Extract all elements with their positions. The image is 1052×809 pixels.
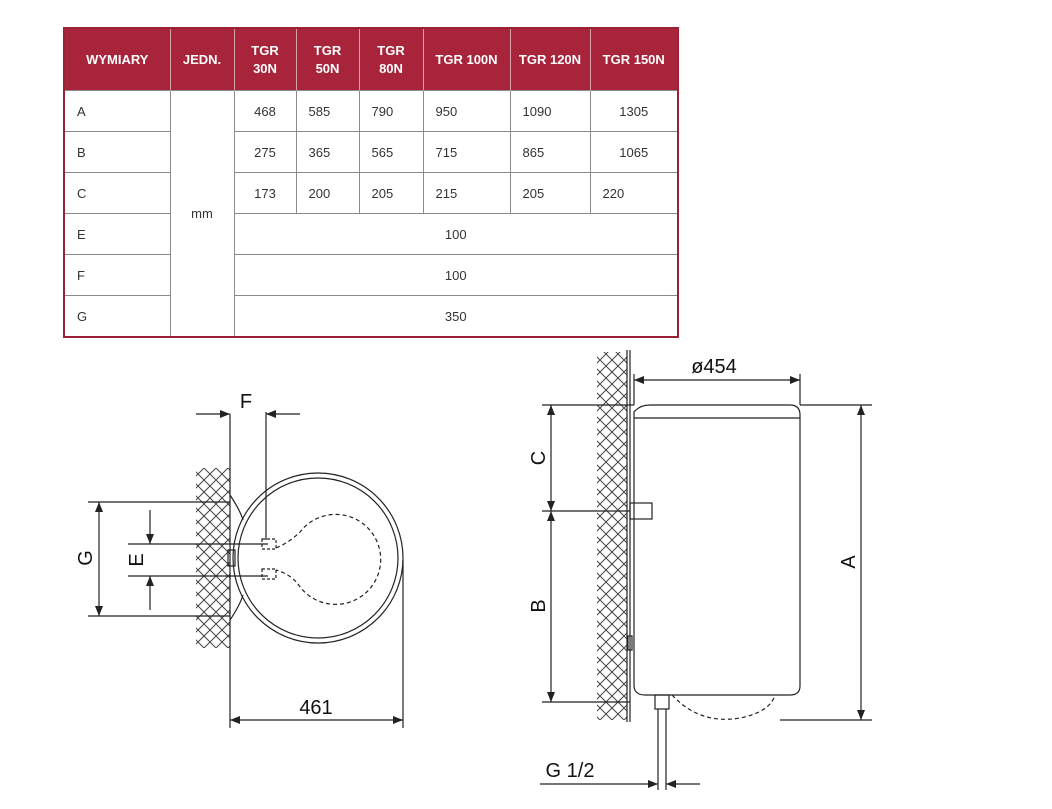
label-g-half: G 1/2	[546, 760, 595, 782]
label-e: E	[126, 553, 148, 566]
table-cell: 205	[358, 172, 424, 214]
row-dim: F	[63, 254, 171, 296]
table-cell: 468	[233, 90, 297, 132]
mount-plate	[227, 549, 236, 567]
label-g: G	[75, 550, 97, 566]
row-dim: G	[63, 295, 171, 338]
header-jedn: JEDN.	[170, 28, 235, 91]
table-cell: 790	[358, 90, 424, 132]
mounting-bracket	[229, 494, 244, 621]
table-row: A mm 468 585 790 950 1090 1305	[63, 90, 679, 338]
header-wymiary: WYMIARY	[64, 28, 171, 91]
tank-body	[633, 404, 801, 696]
table-row: F 100	[63, 254, 679, 296]
tank-outline	[232, 472, 404, 644]
table-cell: 205	[509, 172, 591, 214]
row-dim: C	[63, 172, 171, 214]
top-view	[88, 410, 404, 728]
table-cell: 173	[233, 172, 297, 214]
table-cell: 565	[358, 131, 424, 173]
label-f: F	[240, 391, 252, 413]
table-cell-common: 100	[233, 213, 679, 255]
table-cell: 200	[295, 172, 360, 214]
table-cell-common: 100	[233, 254, 679, 296]
label-a: A	[838, 555, 860, 569]
table-cell: 715	[422, 131, 511, 173]
header-tgr-100n: TGR 100N	[423, 28, 511, 91]
pipe-fitting	[654, 694, 670, 710]
table-cell: 1065	[589, 131, 679, 173]
label-c: C	[528, 451, 550, 465]
wall-hatch	[196, 468, 230, 648]
label-b: B	[528, 599, 550, 612]
pipe-bottom	[261, 568, 277, 580]
lower-bracket	[627, 635, 633, 651]
mount-bracket	[629, 502, 653, 520]
label-461: 461	[299, 697, 332, 719]
row-dim: A	[63, 90, 171, 132]
side-view	[540, 350, 872, 790]
row-dim: B	[63, 131, 171, 173]
bottom-cover	[671, 694, 776, 720]
table-cell: 1090	[509, 90, 591, 132]
wall-hatch	[597, 352, 627, 720]
header-tgr-120n: TGR 120N	[510, 28, 591, 91]
table-cell-common: 350	[233, 295, 679, 338]
heating-element-outline	[275, 513, 382, 606]
label-diameter: ø454	[691, 356, 737, 378]
tank-inner-outline	[237, 477, 399, 639]
table-cell: 865	[509, 131, 591, 173]
table-row: E 100	[63, 213, 679, 255]
table-cell: 365	[295, 131, 360, 173]
header-tgr-150n: TGR 150N	[590, 28, 678, 91]
table-row: G 350	[63, 295, 679, 338]
